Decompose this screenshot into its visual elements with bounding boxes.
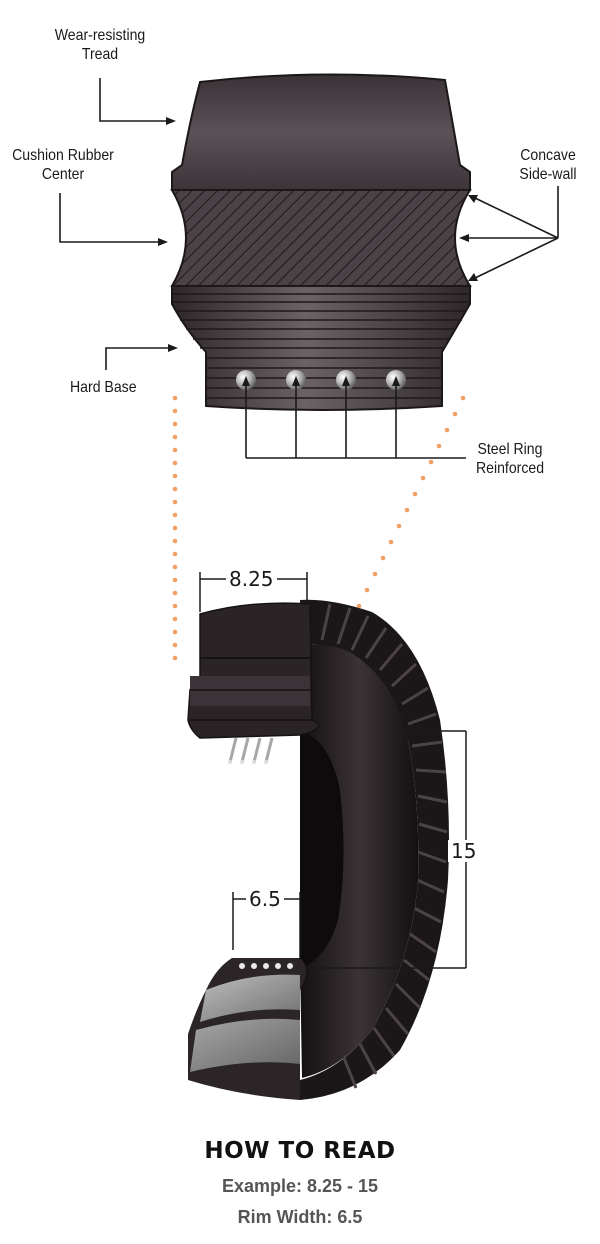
tire-bore	[300, 730, 344, 968]
lower-cut-face-2	[190, 1018, 300, 1072]
tire-sidewall	[300, 644, 419, 1078]
tread-label-line-2: Tread	[81, 46, 119, 63]
concave-label-line-1: Concave	[520, 147, 576, 164]
rim-width-value: 6.5	[246, 888, 284, 910]
upper-steel-wires	[228, 737, 274, 763]
cushion-section	[170, 189, 472, 287]
cushion-label-line-2: Center	[41, 166, 85, 183]
arrow-heads	[158, 117, 478, 386]
example-size: Example: 8.25 - 15	[221, 1176, 379, 1196]
concave-label-line-2: Side-wall	[519, 166, 577, 183]
cushion-label: Cushion Rubber Center	[8, 146, 119, 184]
lower-cut-face-1	[200, 974, 300, 1022]
how-to-read-title: HOW TO READ	[204, 1138, 396, 1164]
tread-label: Wear-resisting Tread	[38, 26, 161, 64]
cross-section	[170, 73, 472, 411]
upper-wire-tips	[228, 760, 268, 764]
upper-cut-section	[187, 602, 320, 739]
tire-outer-tread	[300, 599, 449, 1100]
section-width-value: 8.25	[226, 568, 277, 590]
steel-ring-label: Steel Ring Reinforced	[464, 440, 556, 478]
cutaway-tire	[187, 599, 449, 1100]
rim-diameter-value: 15	[448, 840, 480, 862]
tread-lugs	[320, 603, 448, 1089]
tread-section	[171, 73, 471, 191]
tread-label-line-1: Wear-resisting	[54, 27, 146, 44]
upper-cut-band	[190, 676, 310, 706]
concave-label: Concave Side-wall	[506, 146, 590, 184]
cushion-label-line-1: Cushion Rubber	[12, 147, 114, 164]
leader-lines	[59, 78, 559, 459]
steel-ring-label-line-1: Steel Ring	[477, 441, 543, 458]
hard-base-label: Hard Base	[70, 379, 137, 396]
lower-steel-dots	[239, 963, 293, 969]
steel-ring-label-line-2: Reinforced	[475, 460, 545, 477]
rim-width-text: Rim Width: 6.5	[237, 1207, 363, 1227]
